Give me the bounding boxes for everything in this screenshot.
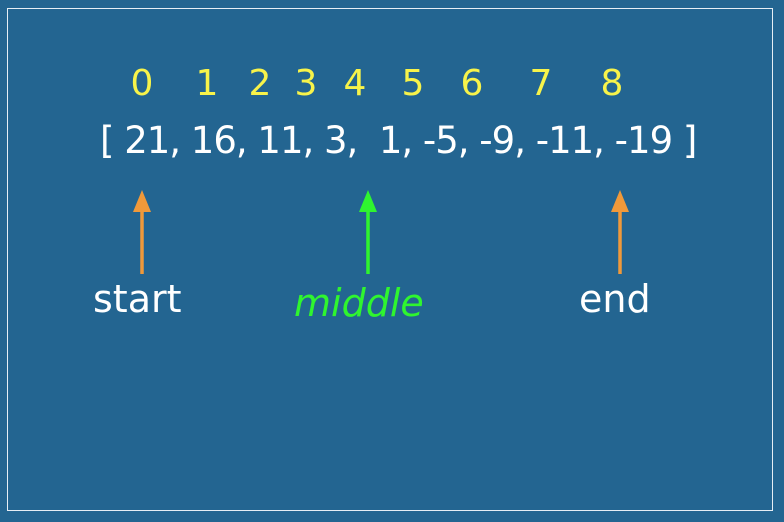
middle-arrow-icon [359,190,377,274]
index-7: 7 [529,63,553,104]
index-2: 2 [248,63,272,104]
end-arrow-icon [611,190,629,274]
index-4: 4 [343,63,367,104]
start-label: start [93,277,182,321]
array-values: [ 21, 16, 11, 3, 1, -5, -9, -11, -19 ] [100,119,697,162]
index-1: 1 [195,63,219,104]
start-arrow-icon [133,190,151,274]
index-3: 3 [294,63,318,104]
middle-label: middle [294,281,424,325]
index-6: 6 [460,63,484,104]
diagram-frame [7,8,773,511]
index-5: 5 [401,63,425,104]
index-8: 8 [600,63,624,104]
index-0: 0 [130,63,154,104]
end-label: end [579,277,651,321]
